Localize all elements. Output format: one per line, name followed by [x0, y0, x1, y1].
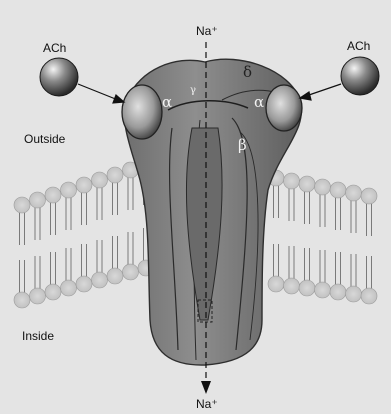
subunit-delta: δ [243, 65, 252, 80]
lipid-head [92, 172, 108, 188]
subunit-alpha-left: α [162, 95, 172, 110]
lipid-head [76, 177, 92, 193]
subunit-beta: β [238, 138, 247, 153]
outside-label: Outside [24, 133, 65, 145]
na-label-bottom: Na⁺ [196, 398, 218, 410]
lipid-head [361, 188, 377, 204]
binding-pocket-right [266, 85, 302, 131]
lipid-head [14, 197, 30, 213]
receptor-channel [122, 59, 302, 365]
inside-label: Inside [22, 330, 54, 342]
lipid-head [330, 182, 346, 198]
lipid-head [76, 276, 92, 292]
subunit-alpha-right: α [254, 95, 264, 110]
ach-label-right: ACh [347, 40, 370, 52]
lipid-head [346, 286, 362, 302]
subunit-gamma: γ [190, 86, 196, 96]
ach-label-left: ACh [43, 42, 66, 54]
ach-molecule-right [341, 57, 379, 95]
lipid-head [30, 288, 46, 304]
lipid-head [299, 280, 315, 296]
lipid-head [361, 288, 377, 304]
lipid-head [92, 272, 108, 288]
lipid-head [284, 278, 300, 294]
lipid-head [315, 282, 331, 298]
lipid-head [30, 192, 46, 208]
lipid-head [107, 268, 123, 284]
lipid-head [346, 185, 362, 201]
lipid-head [45, 187, 61, 203]
ach-molecule-left [40, 58, 78, 96]
lipid-head [268, 276, 284, 292]
lipid-head [61, 280, 77, 296]
lipid-head [45, 284, 61, 300]
lipid-head [107, 167, 123, 183]
lipid-head [284, 173, 300, 189]
lipid-head [315, 179, 331, 195]
na-label-top: Na⁺ [196, 25, 218, 37]
binding-pocket-left [122, 85, 162, 139]
lipid-head [61, 182, 77, 198]
lipid-head [123, 264, 139, 280]
lipid-head [299, 176, 315, 192]
lipid-head [330, 284, 346, 300]
lipid-head [14, 292, 30, 308]
